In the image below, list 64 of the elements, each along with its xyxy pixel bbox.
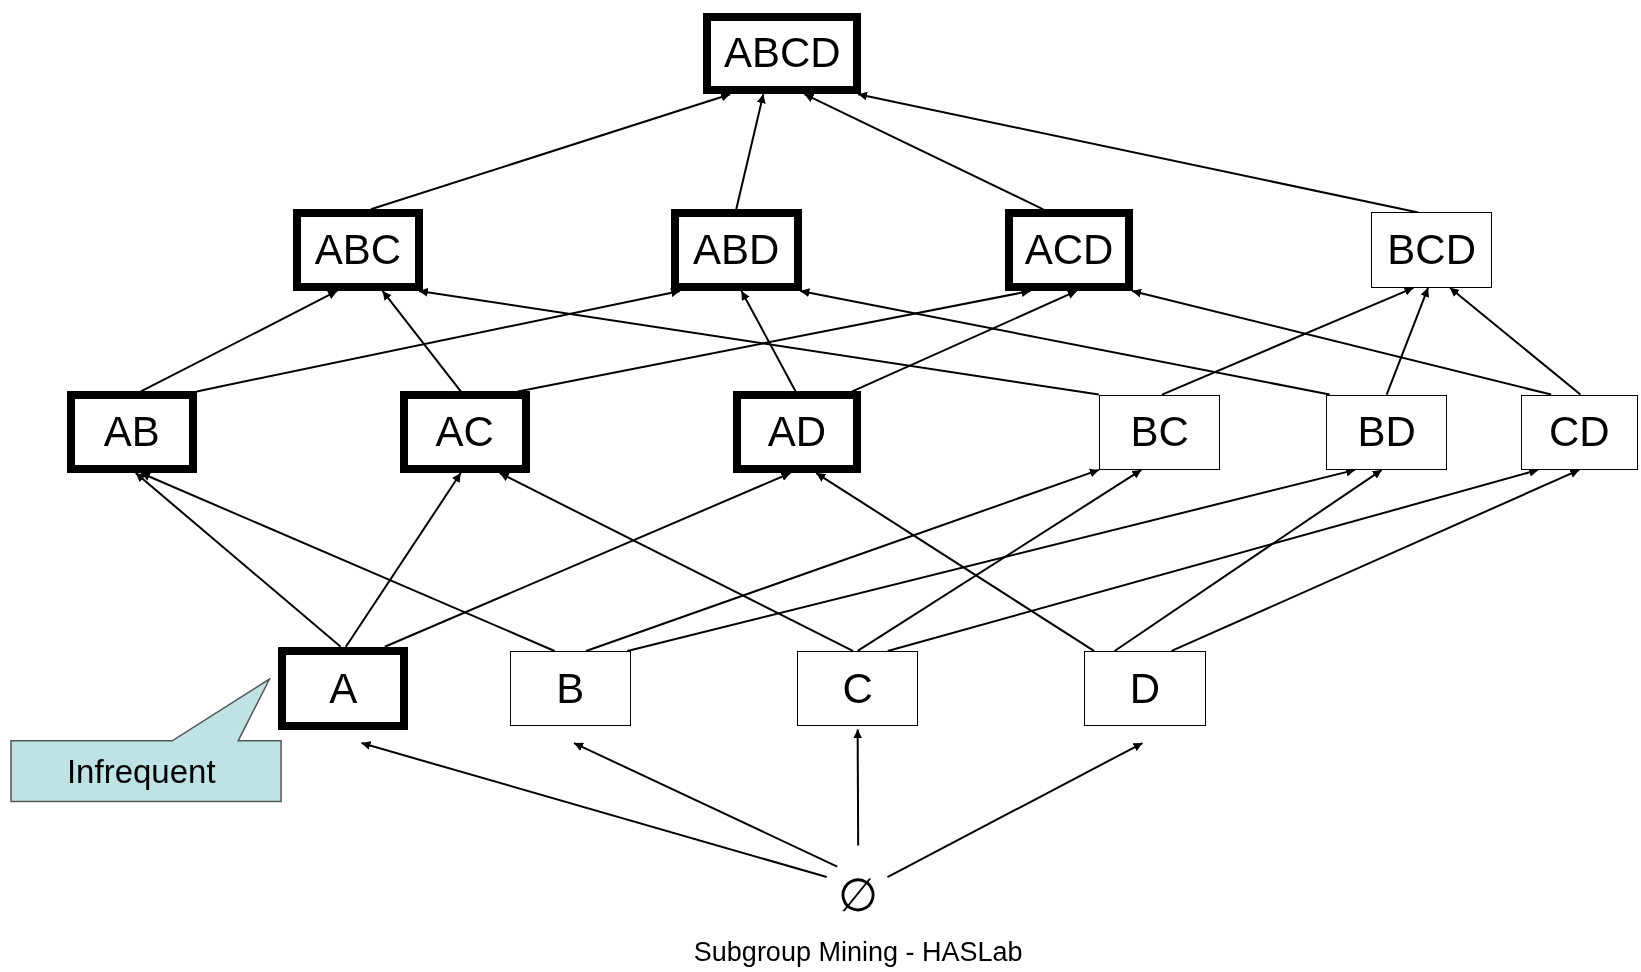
arrow (735, 93, 766, 211)
arrow (585, 468, 1100, 652)
itemset-box (797, 650, 918, 727)
itemset-label: D (1129, 667, 1161, 710)
itemset-label: ABD (693, 229, 780, 272)
itemset-label: A (329, 667, 358, 710)
itemset-box (1326, 394, 1448, 470)
itemset-label: ACD (1024, 229, 1114, 272)
callout-bubble (10, 678, 283, 803)
arrow (369, 92, 732, 211)
arrow (740, 289, 797, 393)
arrow (381, 289, 462, 393)
itemset-box (1520, 394, 1638, 470)
itemset-label: ABCD (723, 32, 841, 75)
itemset-box (1098, 394, 1221, 470)
arrow (139, 472, 556, 652)
arrow (134, 472, 342, 648)
arrow (383, 472, 792, 648)
arrow (573, 742, 839, 868)
arrow (1448, 286, 1582, 396)
itemset-box (1004, 209, 1134, 291)
itemset-box (1084, 650, 1206, 727)
footer-text: Subgroup Mining - HASLab (693, 938, 1023, 966)
callout-text: Infrequent (66, 755, 216, 789)
arrow (1385, 286, 1430, 396)
itemset-box (670, 209, 802, 291)
arrow (886, 468, 1540, 652)
itemset-label: ABC (314, 229, 402, 272)
arrow (815, 472, 1095, 652)
itemset-label: AD (767, 411, 827, 454)
arrow (498, 472, 854, 652)
arrow (1131, 288, 1553, 396)
arrow (886, 742, 1144, 878)
arrow (1170, 468, 1581, 652)
arrow (516, 288, 1032, 393)
itemset-box (509, 650, 632, 727)
itemset-box (399, 391, 530, 474)
arrow (344, 472, 462, 648)
itemset-box (278, 646, 409, 731)
arrow (195, 288, 681, 393)
arrow (853, 728, 863, 847)
itemset-label: BD (1357, 411, 1416, 454)
itemset-box (732, 391, 862, 474)
itemset-box (1371, 212, 1493, 288)
itemset-box (66, 391, 197, 474)
itemset-label: C (842, 667, 873, 710)
itemset-label: AC (435, 411, 494, 454)
itemset-box (293, 209, 423, 291)
arrow (1113, 468, 1383, 652)
itemset-label: BCD (1387, 229, 1476, 272)
itemset-label: AB (103, 411, 160, 454)
arrow (417, 287, 1100, 396)
arrow (799, 288, 1331, 396)
arrow (856, 468, 1143, 652)
arrow (851, 289, 1078, 393)
arrow (139, 289, 339, 393)
itemset-box (703, 12, 862, 95)
arrow (803, 93, 1045, 211)
itemset-label: B (556, 667, 585, 710)
arrow (360, 741, 828, 878)
itemset-label: BC (1130, 411, 1189, 454)
itemset-label: CD (1548, 411, 1610, 454)
empty-set-symbol: ∅ (838, 871, 879, 918)
arrow (1161, 286, 1415, 396)
